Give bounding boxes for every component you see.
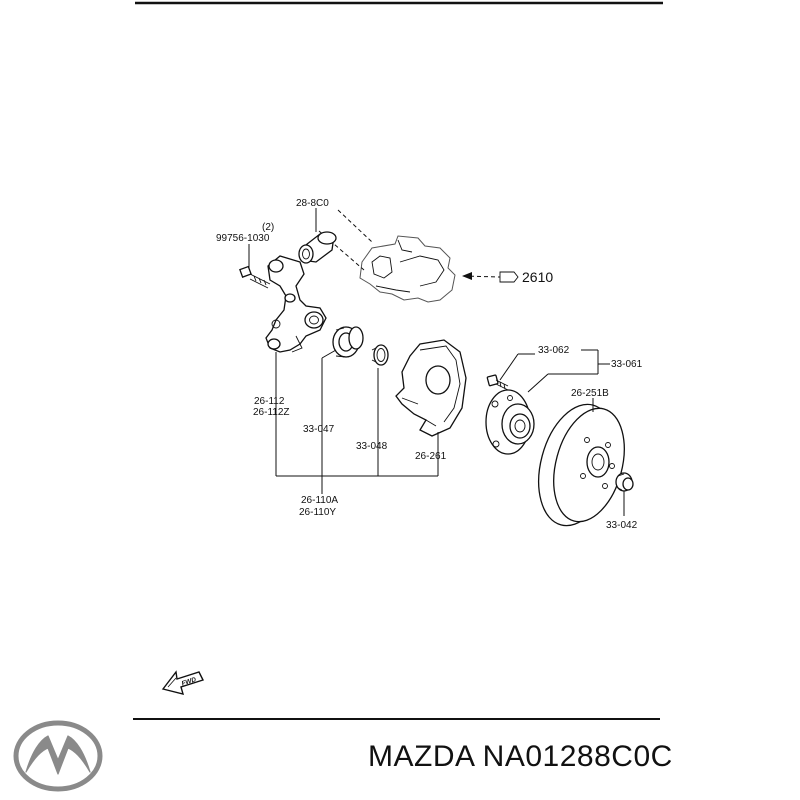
hub-drawing bbox=[485, 389, 535, 455]
label-28-8c0: 28-8C0 bbox=[296, 198, 329, 209]
mazda-logo-icon bbox=[13, 720, 103, 792]
label-33-048: 33-048 bbox=[356, 441, 388, 452]
label-26-112: 26-112 bbox=[254, 396, 285, 407]
fwd-label: FWD bbox=[181, 676, 198, 687]
caliper-drawing bbox=[318, 209, 456, 303]
bearing-drawing bbox=[332, 326, 364, 358]
label-26-251b: 26-251B bbox=[571, 388, 609, 399]
callout-2610 bbox=[462, 271, 519, 283]
label-26-110y: 26-110Y bbox=[299, 507, 336, 518]
wheel-bolt-drawing bbox=[486, 374, 509, 391]
label-33-062: 33-062 bbox=[538, 345, 570, 356]
snap-ring-drawing bbox=[371, 344, 389, 366]
brake-disc-drawing bbox=[538, 403, 625, 527]
label-2610: 2610 bbox=[522, 269, 553, 285]
label-99756-1030: 99756-1030 bbox=[216, 233, 270, 244]
sleeve-drawing bbox=[298, 208, 337, 264]
label-26-112z: 26-112Z bbox=[253, 407, 290, 418]
bolt-drawing bbox=[239, 244, 271, 289]
leader-lines bbox=[275, 349, 625, 516]
brand-part-number: MAZDA NA01288C0C bbox=[368, 740, 673, 773]
dust-shield-drawing bbox=[395, 339, 467, 437]
label-33-047: 33-047 bbox=[303, 424, 335, 435]
label-33-042: 33-042 bbox=[606, 520, 638, 531]
nut-drawing bbox=[615, 472, 634, 492]
label-26-261: 26-261 bbox=[415, 451, 447, 462]
label-qty-2: (2) bbox=[262, 222, 274, 233]
label-33-061: 33-061 bbox=[611, 359, 643, 370]
label-26-110a: 26-110A bbox=[301, 495, 338, 506]
knuckle-drawing bbox=[265, 255, 327, 353]
fwd-arrow-icon: FWD bbox=[161, 670, 204, 695]
